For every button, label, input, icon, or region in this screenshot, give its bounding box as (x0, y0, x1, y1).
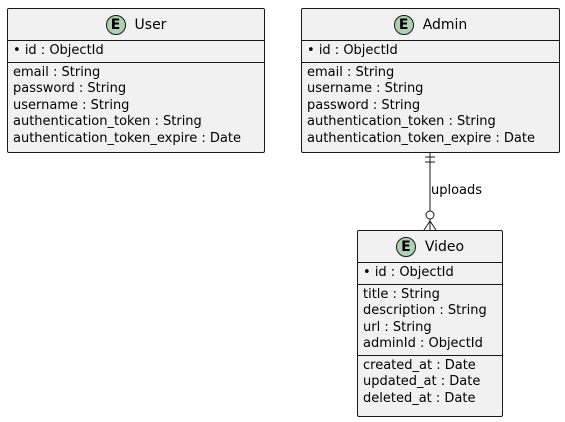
entity-icon: E (105, 14, 126, 35)
entity-video-fields-section: title : String description : String url … (358, 285, 502, 356)
entity-video-field: adminId : ObjectId (363, 336, 483, 351)
entity-video-key-field: • id : ObjectId (363, 265, 454, 280)
entity-video-key-section: • id : ObjectId (358, 263, 502, 285)
entity-video-header: E Video (358, 231, 502, 263)
entity-video-timestamp-field: created_at : Date (363, 357, 476, 373)
entity-user-key-field: • id : ObjectId (13, 43, 104, 58)
crowfoot-left (423, 220, 431, 231)
key-marker-icon: • (363, 265, 371, 280)
entity-admin-field: authentication_token : String (307, 114, 496, 129)
entity-video[interactable]: E Video • id : ObjectId title : String d… (357, 230, 503, 417)
entity-video-field: description : String (363, 303, 487, 318)
entity-user-name: User (134, 16, 167, 33)
entity-admin-name: Admin (422, 16, 468, 33)
entity-admin-field: authentication_token_expire : Date (307, 130, 535, 146)
entity-user[interactable]: E User • id : ObjectId email : String pa… (7, 8, 265, 153)
entity-icon: E (395, 236, 416, 257)
entity-admin-field: email : String (307, 64, 395, 80)
entity-user-field: username : String (13, 97, 130, 113)
entity-user-field: password : String (13, 81, 127, 96)
entity-video-timestamps-section: created_at : Date updated_at : Date dele… (358, 356, 502, 410)
entity-admin-field: username : String (307, 81, 424, 96)
entity-icon: E (393, 14, 414, 35)
entity-user-field: authentication_token : String (13, 114, 202, 129)
entity-user-fields-section: email : String password : String usernam… (8, 63, 264, 150)
zero-cardinality-circle (425, 210, 435, 220)
entity-video-timestamp-field: updated_at : Date (363, 374, 481, 389)
entity-admin-key-section: • id : ObjectId (302, 41, 559, 63)
entity-user-key-section: • id : ObjectId (8, 41, 264, 63)
entity-video-field: title : String (363, 286, 440, 302)
key-marker-icon: • (13, 43, 21, 58)
entity-video-timestamp-field: deleted_at : Date (363, 390, 476, 406)
entity-admin-field: password : String (307, 97, 421, 113)
entity-admin-header: E Admin (302, 9, 559, 41)
entity-user-header: E User (8, 9, 264, 41)
entity-video-name: Video (424, 238, 465, 255)
entity-admin[interactable]: E Admin • id : ObjectId email : String u… (301, 8, 560, 153)
entity-admin-fields-section: email : String username : String passwor… (302, 63, 559, 150)
key-marker-icon: • (307, 43, 315, 58)
crowfoot-right (429, 220, 437, 231)
entity-user-field: authentication_token_expire : Date (13, 130, 241, 146)
entity-user-field: email : String (13, 64, 101, 80)
entity-admin-key-field: • id : ObjectId (307, 43, 398, 58)
relationship-label-uploads: uploads (431, 183, 483, 198)
entity-video-field: url : String (363, 319, 432, 335)
